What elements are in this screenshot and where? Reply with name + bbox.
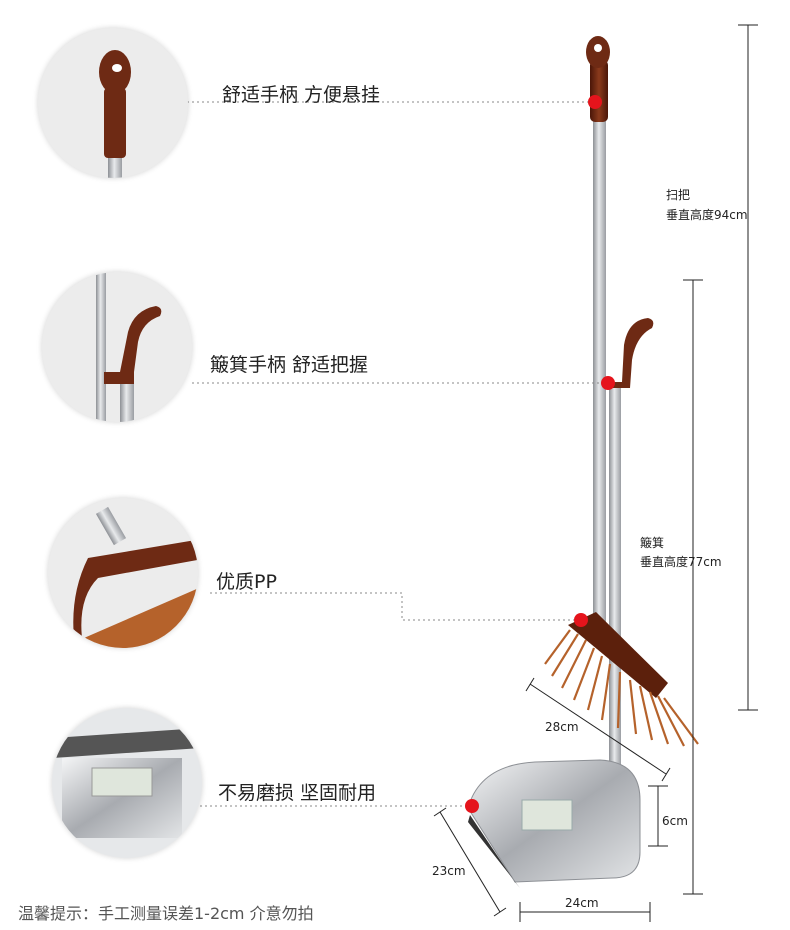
- detail-circle-pp-head: [48, 498, 198, 648]
- detail-circle-dustpan-edge: [52, 708, 202, 858]
- broom-name-label: 扫把: [666, 188, 691, 202]
- dimension-lines: [433, 24, 758, 922]
- dustpan-pole: [608, 318, 654, 785]
- detail-circle-dustpan-handle: [42, 272, 192, 422]
- feature-label-pp: 优质PP: [216, 571, 277, 593]
- dustpan-body: [467, 759, 641, 888]
- pan-depth-label: 23cm: [432, 864, 466, 878]
- broom-pole: [586, 36, 610, 626]
- broom-head: [544, 612, 699, 747]
- brush-width-label: 28cm: [545, 720, 579, 734]
- dustpan-edge-image: [52, 708, 202, 858]
- dustpan-name-label: 簸箕: [640, 536, 665, 550]
- feature-label-durable: 不易磨损 坚固耐用: [218, 782, 377, 804]
- dustpan-height-label: 垂直高度77cm: [640, 555, 722, 569]
- feature-label-handle: 舒适手柄 方便悬挂: [222, 84, 381, 106]
- dustpan-handle-image: [96, 272, 162, 422]
- pan-height-label: 6cm: [662, 814, 688, 828]
- pan-width-label: 24cm: [565, 896, 599, 910]
- feature-label-dustpan-handle: 簸箕手柄 舒适把握: [210, 354, 369, 376]
- broom-height-label: 垂直高度94cm: [666, 208, 748, 222]
- feature-markers: [182, 95, 615, 813]
- measurement-tip: 温馨提示：手工测量误差1-2cm 介意勿拍: [18, 904, 314, 923]
- handle-top-image: [99, 50, 131, 178]
- pp-head-image: [73, 506, 198, 648]
- detail-circle-handle-top: [38, 28, 188, 178]
